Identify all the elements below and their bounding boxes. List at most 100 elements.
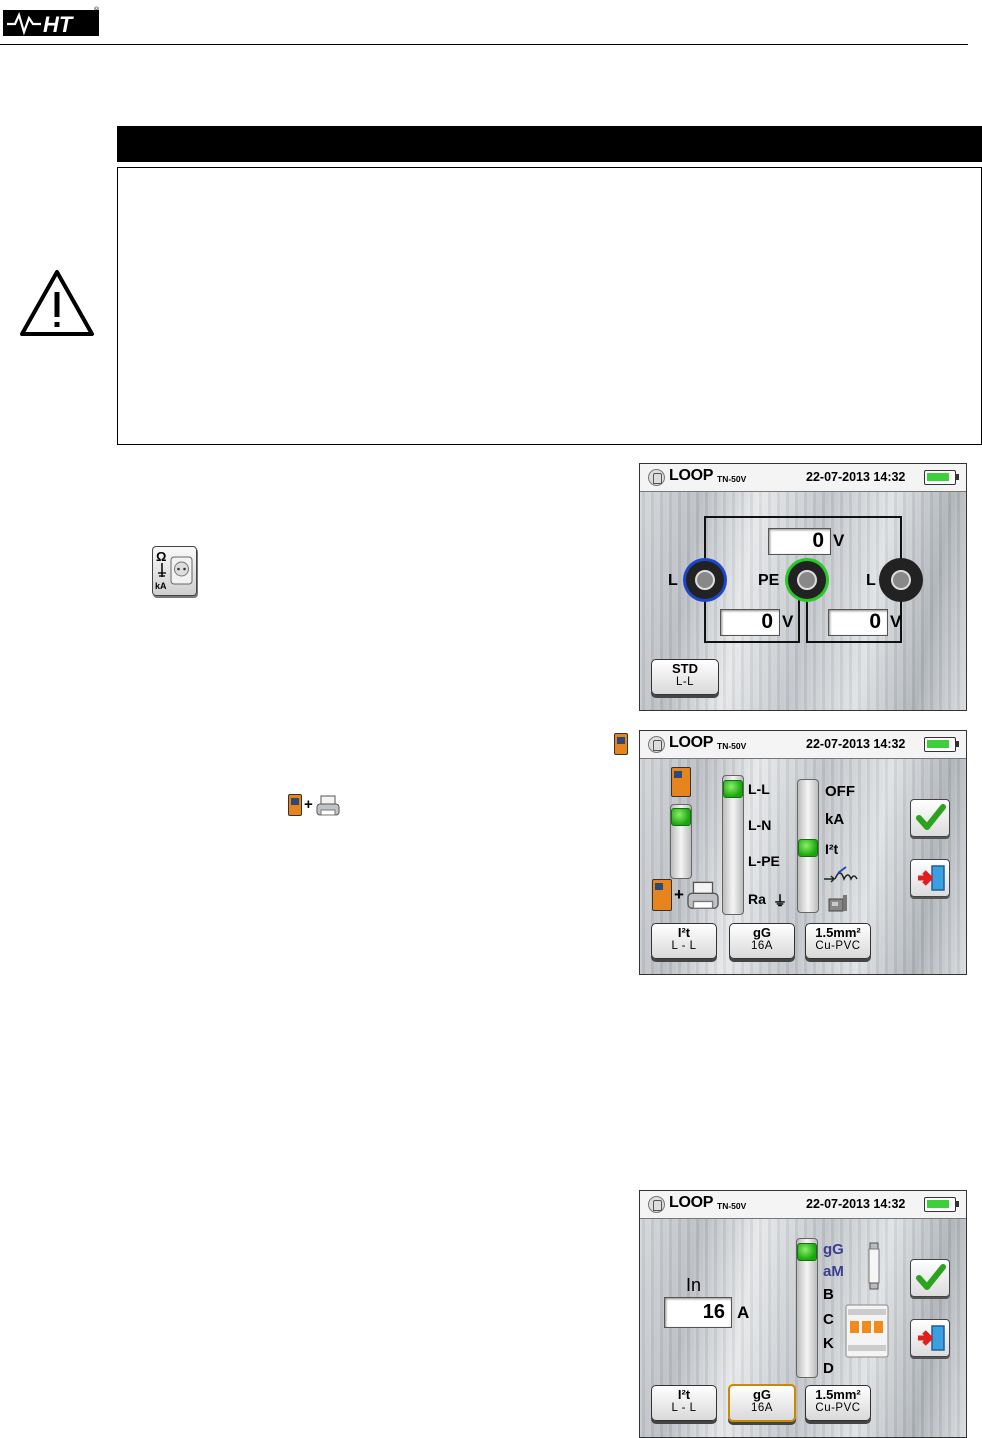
button-line1: 1.5mm² xyxy=(815,1387,861,1402)
cable-button[interactable]: 1.5mm² Cu-PVC xyxy=(805,923,871,959)
system-label: TN-50V xyxy=(717,741,747,751)
button-line1: 1.5mm² xyxy=(815,925,861,940)
slider-knob[interactable] xyxy=(798,839,818,857)
terminal-pe-green xyxy=(788,561,826,599)
i2t-ll-button[interactable]: I²t L - L xyxy=(651,923,717,959)
circuit-breaker-icon xyxy=(845,1304,889,1358)
datetime: 22-07-2013 14:32 xyxy=(806,1197,906,1211)
circuit-line xyxy=(704,516,902,518)
slider-knob[interactable] xyxy=(797,1243,817,1261)
mode-option-l-n[interactable]: L-N xyxy=(748,817,772,833)
header-rule xyxy=(0,44,968,45)
warning-box xyxy=(117,167,982,445)
test-type-slider[interactable] xyxy=(797,779,819,913)
status-bar: LOOP TN-50V 22-07-2013 14:32 xyxy=(640,1191,966,1219)
circuit-line xyxy=(900,597,902,643)
instrument-plus-printer-icon: + xyxy=(288,794,346,820)
warning-title-bar xyxy=(117,126,982,162)
ht-logo: HT ® xyxy=(3,4,103,38)
datetime: 22-07-2013 14:32 xyxy=(806,470,906,484)
instrument-plus-printer-icon: + xyxy=(652,879,720,915)
mode-slider[interactable] xyxy=(722,775,744,915)
home-icon[interactable] xyxy=(648,469,665,486)
exit-button[interactable] xyxy=(910,859,950,897)
terminal-label-pe: PE xyxy=(758,572,780,589)
button-line1: I²t xyxy=(677,1387,691,1402)
confirm-button[interactable] xyxy=(910,1259,950,1297)
protection-option-am[interactable]: aM xyxy=(823,1263,844,1280)
in-value-field[interactable]: 16 xyxy=(664,1297,732,1328)
battery-icon xyxy=(924,470,959,485)
protection-option-d[interactable]: D xyxy=(823,1360,834,1377)
button-line1: gG xyxy=(752,925,772,940)
mode-option-l-pe[interactable]: L-PE xyxy=(748,853,780,869)
test-option-i2t[interactable]: I²t xyxy=(825,841,839,857)
protection-button-selected[interactable]: gG 16A xyxy=(728,1384,796,1422)
voltage-unit-right: V xyxy=(890,612,902,631)
cable-button[interactable]: 1.5mm² Cu-PVC xyxy=(805,1385,871,1421)
std-mode-button[interactable]: STD L-L xyxy=(651,659,719,695)
test-option-off[interactable]: OFF xyxy=(825,783,855,800)
button-line2: 16A xyxy=(751,940,773,952)
confirm-button[interactable] xyxy=(910,799,950,837)
voltage-reading-left: 0 xyxy=(720,609,780,636)
instrument-mode-slider[interactable] xyxy=(670,804,692,879)
instrument-icon xyxy=(652,879,672,911)
terminal-l-black xyxy=(882,561,920,599)
voltage-reading-top: 0 xyxy=(768,528,831,555)
brand-text: HT xyxy=(43,12,74,37)
slider-knob[interactable] xyxy=(723,780,743,798)
button-line2: 16A xyxy=(751,1402,773,1414)
protection-option-c[interactable]: C xyxy=(823,1311,834,1328)
earth-tester-icon[interactable] xyxy=(826,891,852,913)
circuit-line xyxy=(900,516,902,564)
button-line2: L - L xyxy=(671,1402,697,1414)
i2t-ll-button[interactable]: I²t L - L xyxy=(651,1385,717,1421)
screen-loop-voltage: LOOP TN-50V 22-07-2013 14:32 0 V L PE L … xyxy=(639,463,967,711)
status-bar: LOOP TN-50V 22-07-2013 14:32 xyxy=(640,731,966,759)
printer-icon xyxy=(687,881,719,909)
svg-text:kA: kA xyxy=(155,581,167,591)
system-label: TN-50V xyxy=(717,1201,747,1211)
printer-icon xyxy=(316,795,340,816)
protection-button[interactable]: gG 16A xyxy=(729,923,795,959)
circuit-line xyxy=(806,597,808,643)
button-line2: Cu-PVC xyxy=(815,1402,861,1414)
status-bar: LOOP TN-50V 22-07-2013 14:32 xyxy=(640,464,966,492)
trip-curve-icon[interactable] xyxy=(822,865,858,885)
check-icon xyxy=(916,804,946,830)
battery-icon xyxy=(924,737,959,752)
voltage-unit-left: V xyxy=(782,612,794,631)
circuit-line xyxy=(806,641,902,643)
plus-sign: + xyxy=(304,796,313,813)
exit-button[interactable] xyxy=(910,1319,950,1357)
screen-protection-settings: LOOP TN-50V 22-07-2013 14:32 In 16 A gG … xyxy=(639,1190,967,1438)
slider-knob[interactable] xyxy=(671,808,691,826)
svg-text:Ω: Ω xyxy=(156,549,166,564)
ohm-kA-socket-icon: Ω kA xyxy=(152,546,197,596)
protection-option-b[interactable]: B xyxy=(823,1286,834,1303)
circuit-line xyxy=(704,516,706,564)
mode-option-l-l[interactable]: L-L xyxy=(748,781,770,797)
function-title: LOOP xyxy=(669,467,714,484)
instrument-icon xyxy=(671,767,691,797)
protection-option-k[interactable]: K xyxy=(823,1335,834,1352)
earth-symbol: ⏚ xyxy=(773,893,787,909)
voltage-unit-top: V xyxy=(833,531,845,550)
button-line2: L - L xyxy=(671,940,697,952)
home-icon[interactable] xyxy=(648,736,665,753)
instrument-icon xyxy=(288,794,302,816)
home-icon[interactable] xyxy=(648,1196,665,1213)
test-option-ka[interactable]: kA xyxy=(825,811,845,828)
exit-icon xyxy=(918,865,945,891)
instrument-icon xyxy=(614,733,628,755)
protection-type-slider[interactable] xyxy=(796,1238,818,1378)
function-title: LOOP xyxy=(669,1194,714,1211)
button-line1: gG xyxy=(752,1387,772,1402)
protection-option-gg[interactable]: gG xyxy=(823,1241,844,1258)
circuit-line xyxy=(798,597,800,643)
mode-option-ra[interactable]: Ra xyxy=(748,891,766,907)
system-label: TN-50V xyxy=(717,474,747,484)
terminal-label-l-left: L xyxy=(668,572,678,589)
warning-triangle-icon xyxy=(18,268,96,340)
